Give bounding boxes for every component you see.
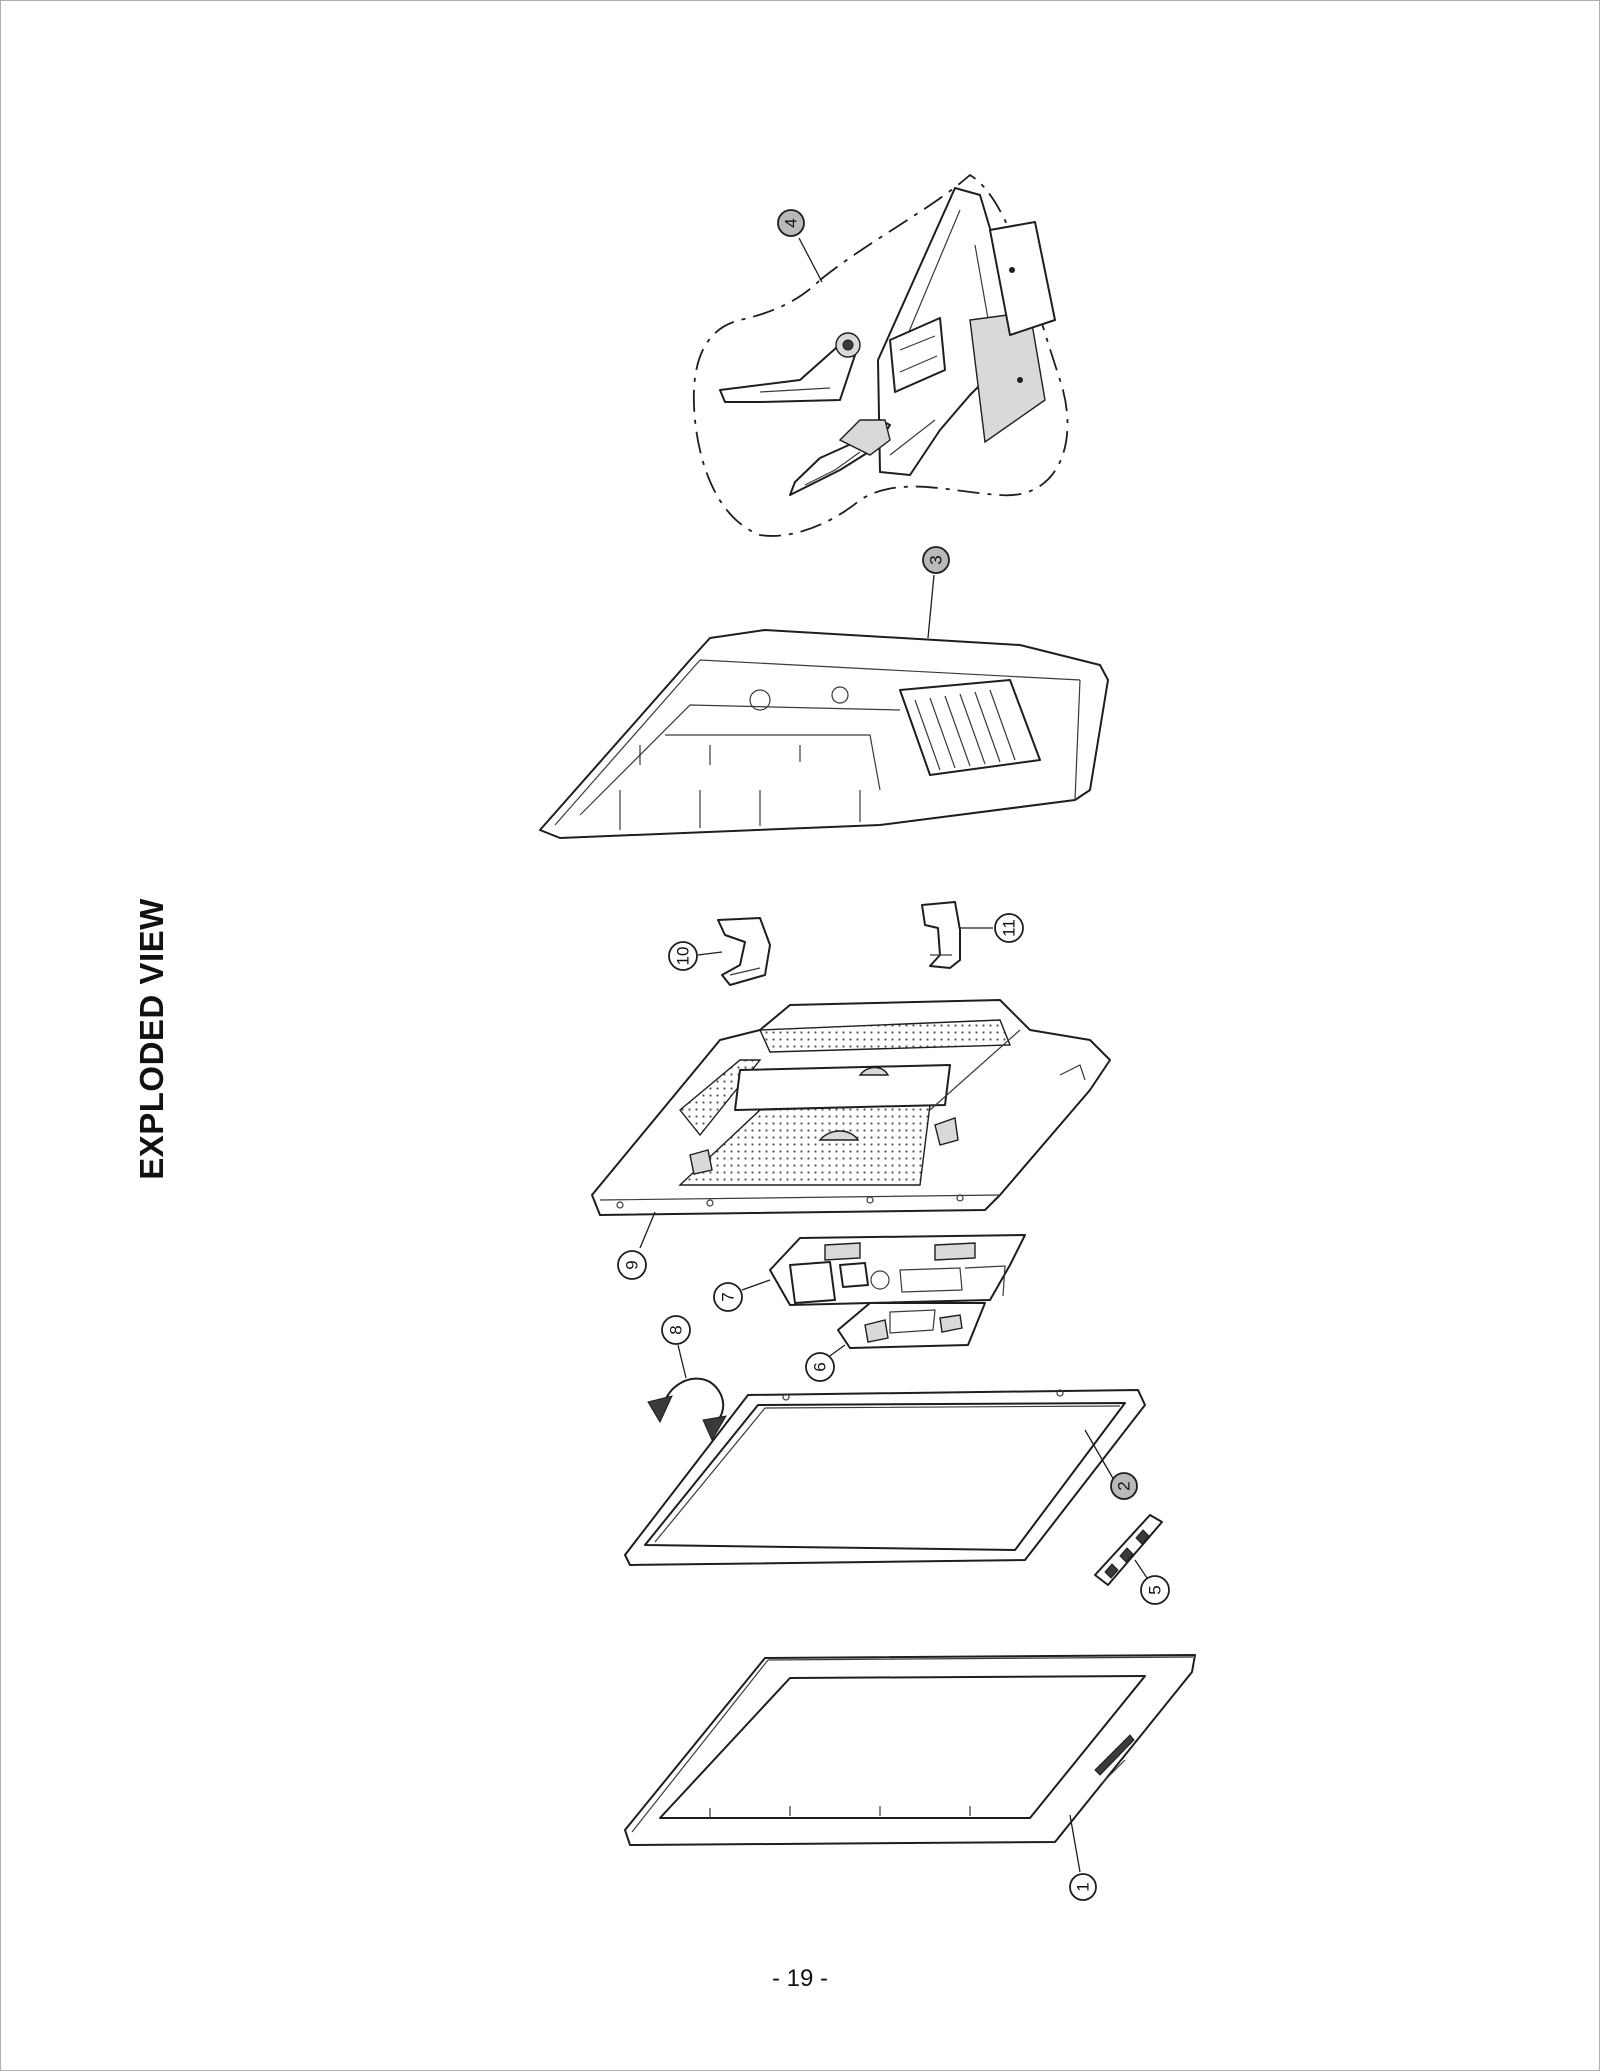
leader-3 <box>927 574 935 639</box>
callout-10: 10 <box>668 941 698 971</box>
part-main-board <box>769 1234 1026 1306</box>
svg-text:6: 6 <box>811 1362 830 1371</box>
svg-text:7: 7 <box>719 1292 738 1301</box>
leader-8 <box>677 1344 687 1379</box>
svg-text:8: 8 <box>667 1325 686 1334</box>
leader-7 <box>741 1279 771 1291</box>
part-cable-clip <box>647 1377 727 1442</box>
part-bracket-11 <box>921 901 961 969</box>
svg-text:5: 5 <box>1146 1585 1165 1594</box>
part-lcd-panel <box>624 1389 1146 1566</box>
callout-9: 9 <box>617 1250 647 1280</box>
part-control-keys <box>1094 1514 1163 1586</box>
callout-7: 7 <box>713 1282 743 1312</box>
callout-1: 1 <box>1069 1873 1097 1901</box>
leader-1 <box>1069 1814 1081 1873</box>
leader-4 <box>798 237 823 283</box>
svg-text:10: 10 <box>674 947 693 966</box>
svg-text:9: 9 <box>623 1260 642 1269</box>
svg-text:4: 4 <box>782 218 801 227</box>
callout-5: 5 <box>1140 1575 1170 1605</box>
part-sub-board <box>837 1302 986 1349</box>
callout-11: 11 <box>994 913 1024 943</box>
leader-9 <box>639 1211 656 1249</box>
callout-6: 6 <box>805 1352 835 1382</box>
part-stand-assembly <box>692 173 1069 537</box>
page-number: - 19 - <box>771 1965 828 1992</box>
part-bracket-10 <box>717 917 771 986</box>
callout-2: 2 <box>1110 1472 1138 1500</box>
part-chassis <box>591 999 1111 1216</box>
svg-text:1: 1 <box>1074 1882 1093 1891</box>
svg-text:2: 2 <box>1115 1481 1134 1490</box>
part-front-bezel <box>624 1654 1196 1846</box>
svg-text:3: 3 <box>927 555 946 564</box>
leader-2 <box>1084 1429 1119 1488</box>
svg-text:11: 11 <box>1000 919 1019 937</box>
leader-10 <box>697 951 723 956</box>
callout-3: 3 <box>922 546 950 574</box>
callout-8: 8 <box>661 1315 691 1345</box>
part-back-cover <box>539 629 1109 839</box>
callout-4: 4 <box>777 209 805 237</box>
